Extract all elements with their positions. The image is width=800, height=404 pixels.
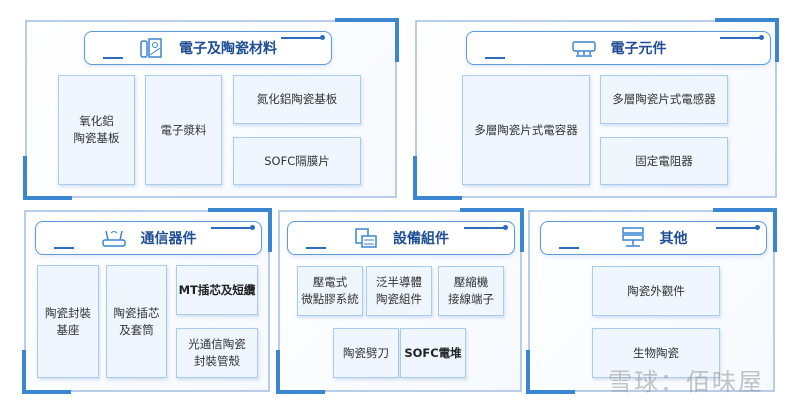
item-box: 固定電阻器 xyxy=(600,137,728,185)
panel-title: 設備組件 xyxy=(393,231,449,247)
item-box: 陶瓷外觀件 xyxy=(592,266,720,316)
title-decoration xyxy=(720,35,764,40)
panel-title-bar: 電子及陶瓷材料 xyxy=(84,31,332,65)
materials-icon xyxy=(140,38,162,58)
panel-title-bar: 通信器件 xyxy=(35,221,262,255)
item-box: 陶瓷封裝 基座 xyxy=(37,265,99,378)
server-document-icon xyxy=(355,228,377,248)
title-decoration xyxy=(464,225,508,230)
item-box: SOFC隔膜片 xyxy=(233,137,361,185)
title-decoration xyxy=(103,57,123,59)
panel-title: 其他 xyxy=(659,231,688,247)
item-box: 生物陶瓷 xyxy=(592,328,720,378)
item-box: 多層陶瓷片式電感器 xyxy=(600,75,728,124)
item-box: 陶瓷插芯 及套筒 xyxy=(106,265,167,378)
title-decoration xyxy=(716,225,760,230)
panel-title: 電子元件 xyxy=(610,41,667,57)
item-box: 電子漿料 xyxy=(145,75,222,185)
chip-icon xyxy=(571,41,596,57)
panel-title: 通信器件 xyxy=(140,231,197,247)
item-box: 泛半導體 陶瓷組件 xyxy=(366,266,432,316)
title-decoration xyxy=(559,247,579,249)
item-box: 光通信陶瓷 封裝管殼 xyxy=(176,328,258,378)
title-decoration xyxy=(281,35,325,40)
item-box: 壓電式 微點膠系統 xyxy=(297,266,363,316)
title-decoration xyxy=(54,247,74,249)
title-decoration xyxy=(211,225,255,230)
item-box: 陶瓷劈刀 xyxy=(333,328,399,378)
watermark: 雪球：佰味屋 xyxy=(608,368,764,396)
router-icon xyxy=(101,230,126,247)
item-box: MT插芯及短纜 xyxy=(176,265,258,315)
panel-title-bar: 電子元件 xyxy=(466,31,771,65)
item-box: 多層陶瓷片式電容器 xyxy=(462,75,590,185)
item-box: 氮化鋁陶瓷基板 xyxy=(233,75,361,124)
title-decoration xyxy=(485,57,505,59)
title-decoration xyxy=(306,247,326,249)
server-icon xyxy=(621,227,644,247)
panel-title: 電子及陶瓷材料 xyxy=(179,41,277,57)
item-box: 壓縮機 接線端子 xyxy=(438,266,504,316)
panel-title-bar: 其他 xyxy=(540,221,767,255)
item-box: SOFC電堆 xyxy=(400,328,466,378)
panel-title-bar: 設備組件 xyxy=(287,221,515,255)
item-box: 氧化鋁 陶瓷基板 xyxy=(58,75,135,185)
